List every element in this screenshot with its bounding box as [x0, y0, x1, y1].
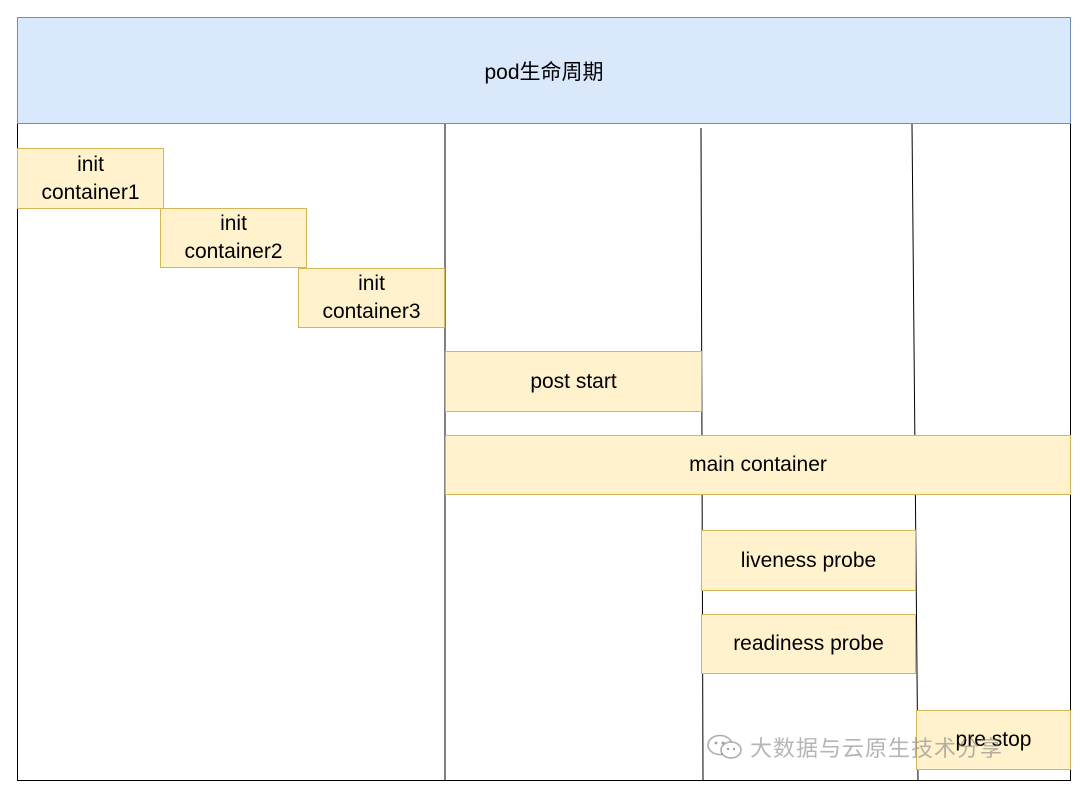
wechat-icon — [706, 733, 744, 761]
init-container1-line1: init — [77, 152, 104, 176]
title-text: pod生命周期 — [484, 60, 604, 84]
post-start-box: post start — [445, 351, 702, 412]
pod-lifecycle-title: pod生命周期 — [17, 17, 1071, 124]
watermark-text: 大数据与云原生技术分享 — [750, 736, 1004, 761]
liveness-probe-box: liveness probe — [701, 530, 916, 591]
init-container2-box: init container2 — [160, 208, 307, 268]
readiness-probe-box: readiness probe — [701, 614, 916, 674]
liveness-probe-label: liveness probe — [740, 548, 877, 572]
main-container-box: main container — [445, 435, 1071, 495]
main-container-label: main container — [689, 453, 827, 476]
init-container3-box: init container3 — [298, 268, 445, 328]
init-container1-box: init container1 — [17, 148, 164, 209]
init-container1-line2: container1 — [41, 180, 140, 204]
init-container3-line1: init — [358, 272, 385, 295]
init-container2-line1: init — [220, 212, 247, 235]
watermark: 大数据与云原生技术分享 — [706, 731, 1003, 763]
init-container2-line2: container2 — [184, 240, 283, 263]
pre-stop-label: pre stop — [955, 728, 1032, 751]
post-start-label: post start — [530, 369, 617, 393]
pre-stop-box: pre stop — [916, 710, 1071, 770]
readiness-probe-label: readiness probe — [733, 632, 884, 655]
init-container3-line2: container3 — [322, 300, 421, 323]
